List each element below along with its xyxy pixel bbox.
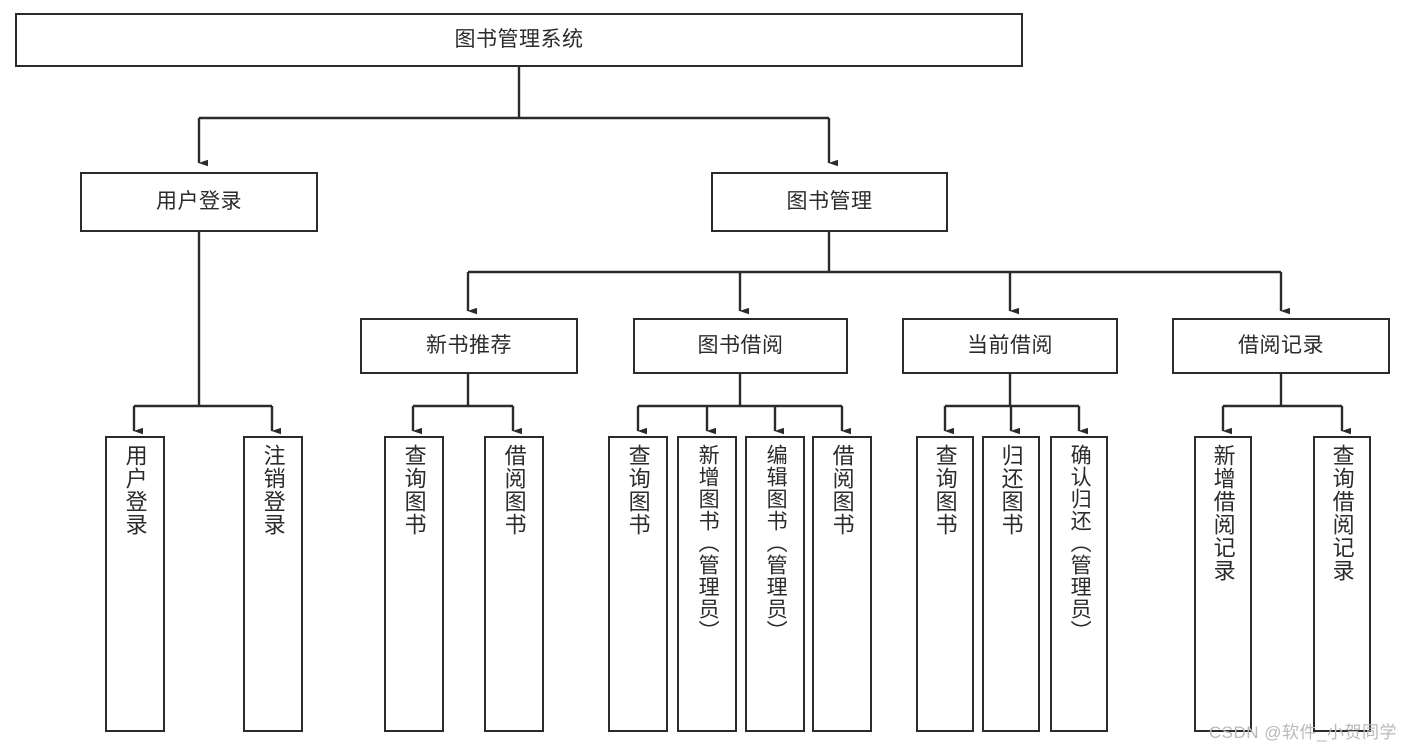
node-label: 新增借阅记录: [1210, 444, 1236, 582]
node-label: 编辑图书（管理员）: [764, 444, 788, 642]
node-label: 图书管理系统: [454, 27, 584, 51]
node-leaf-user-login[interactable]: 用户登录: [105, 436, 165, 732]
node-leaf-cb-query-book[interactable]: 查询图书: [916, 436, 974, 732]
node-leaf-bb-edit-book[interactable]: 编辑图书（管理员）: [745, 436, 805, 732]
node-label: 用户登录: [156, 189, 242, 213]
node-leaf-br-query-record[interactable]: 查询借阅记录: [1313, 436, 1371, 732]
node-label: 图书管理: [786, 189, 873, 213]
node-label: 归还图书: [998, 444, 1024, 536]
node-label: 确认归还（管理员）: [1068, 444, 1092, 642]
node-leaf-bb-borrow-book[interactable]: 借阅图书: [812, 436, 872, 732]
node-label: 注销登录: [260, 444, 286, 536]
node-label: 图书借阅: [697, 333, 784, 357]
node-label: 查询图书: [401, 444, 427, 536]
node-leaf-nb-query-book[interactable]: 查询图书: [384, 436, 444, 732]
node-label: 借阅图书: [501, 444, 527, 536]
node-label: 查询借阅记录: [1329, 444, 1355, 582]
node-root-system[interactable]: 图书管理系统: [15, 13, 1023, 67]
node-label: 借阅图书: [829, 444, 855, 536]
node-leaf-nb-borrow-book[interactable]: 借阅图书: [484, 436, 544, 732]
node-book-management[interactable]: 图书管理: [711, 172, 948, 232]
node-book-borrow[interactable]: 图书借阅: [633, 318, 848, 374]
node-label: 新书推荐: [426, 333, 512, 357]
node-borrow-record[interactable]: 借阅记录: [1172, 318, 1390, 374]
node-leaf-bb-query-book[interactable]: 查询图书: [608, 436, 668, 732]
node-label: 当前借阅: [967, 333, 1053, 357]
node-current-borrow[interactable]: 当前借阅: [902, 318, 1118, 374]
node-leaf-cb-return-book[interactable]: 归还图书: [982, 436, 1040, 732]
node-label: 查询图书: [625, 444, 651, 536]
node-user-login[interactable]: 用户登录: [80, 172, 318, 232]
node-leaf-bb-add-book[interactable]: 新增图书（管理员）: [677, 436, 737, 732]
node-leaf-br-add-record[interactable]: 新增借阅记录: [1194, 436, 1252, 732]
node-leaf-cb-confirm-return[interactable]: 确认归还（管理员）: [1050, 436, 1108, 732]
node-label: 用户登录: [122, 444, 148, 536]
node-new-book-recommend[interactable]: 新书推荐: [360, 318, 578, 374]
node-leaf-logout[interactable]: 注销登录: [243, 436, 303, 732]
node-label: 新增图书（管理员）: [696, 444, 720, 642]
node-label: 借阅记录: [1238, 333, 1324, 357]
node-label: 查询图书: [932, 444, 958, 536]
